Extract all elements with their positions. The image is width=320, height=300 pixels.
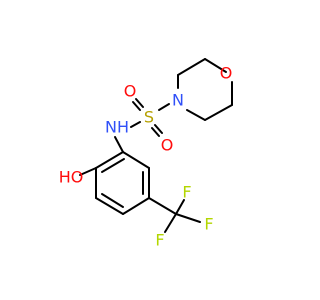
bond-ar-1-2 — [95, 151, 124, 169]
atom-label-sulfonyl-oxygen-upper: O — [124, 82, 137, 101]
bond-ring-o-c1 — [204, 58, 227, 73]
bond-s-o-upper-b — [132, 101, 141, 111]
bond-s-o-upper-a — [135, 98, 144, 108]
bond-s-ring-n — [158, 103, 170, 111]
bond-c3-c4 — [204, 104, 233, 121]
atom-label-sulfur: S — [144, 108, 154, 127]
bond-s-o-lower-b — [154, 124, 163, 134]
bond-ar-6-1 — [122, 151, 150, 169]
bond-nh-c-aryl — [114, 136, 124, 153]
bond-ar-4-5 — [122, 197, 150, 215]
bond-s-o-lower-a — [151, 127, 160, 137]
atom-label-amine-nh: NH — [105, 118, 129, 137]
atom-label-hydroxyl-ho: HO — [59, 168, 84, 187]
molecule-canvas: O N S O O NH HO F F F — [59, 58, 233, 250]
bond-c-f-up — [175, 199, 185, 215]
bond-c-f-right — [175, 213, 201, 223]
bond-s-nh — [130, 121, 141, 128]
atom-label-fluorine-right: F — [204, 215, 213, 234]
bond-ar-cf3 — [148, 197, 177, 215]
bond-ar-3-4 — [95, 197, 124, 215]
atom-label-ring-oxygen: O — [220, 64, 233, 83]
bond-ar-inner-a — [101, 158, 125, 173]
bond-ring-n-c3 — [186, 109, 206, 121]
atom-label-ring-nitrogen: N — [172, 91, 184, 110]
atom-label-fluorine-bottom: F — [155, 231, 164, 250]
bond-c-oh — [79, 167, 97, 176]
atom-label-fluorine-top: F — [182, 183, 191, 202]
bond-c1-c2 — [177, 58, 206, 76]
bond-c-f-down — [164, 213, 177, 233]
molecule-structure: O N S O O NH HO F F F — [59, 58, 233, 250]
atom-label-sulfonyl-oxygen-lower: O — [161, 136, 174, 155]
bond-ar-inner-b — [101, 193, 124, 208]
